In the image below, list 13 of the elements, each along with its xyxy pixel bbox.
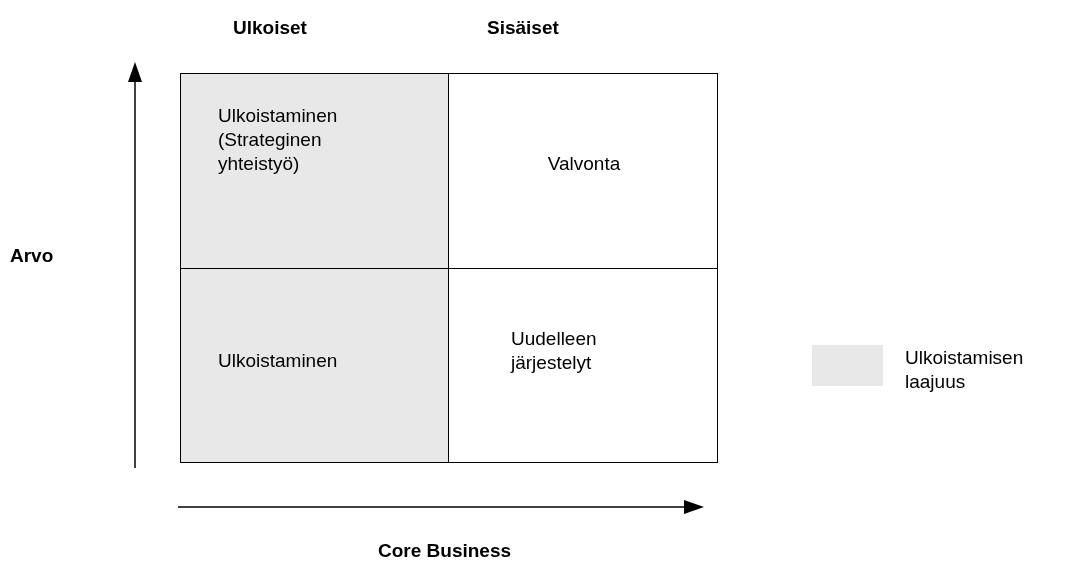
- column-header: Ulkoiset: [233, 17, 307, 39]
- quadrant-box: [180, 73, 449, 269]
- quadrant-box: [448, 268, 718, 463]
- legend-label: Ulkoistamisen laajuus: [905, 346, 1025, 394]
- quadrant-label: Ulkoistaminen (Strateginen yhteistyö): [218, 104, 339, 176]
- quadrant-box: [448, 73, 718, 269]
- axis-label: Core Business: [378, 540, 512, 562]
- quadrant-label: Uudelleen järjestelyt: [511, 327, 598, 375]
- axis-label: Arvo: [10, 245, 54, 267]
- quadrant-box: [180, 268, 449, 463]
- column-header: Sisäiset: [487, 17, 559, 39]
- quadrant-label: Ulkoistaminen: [218, 349, 339, 373]
- quadrant-label: Valvonta: [546, 152, 622, 176]
